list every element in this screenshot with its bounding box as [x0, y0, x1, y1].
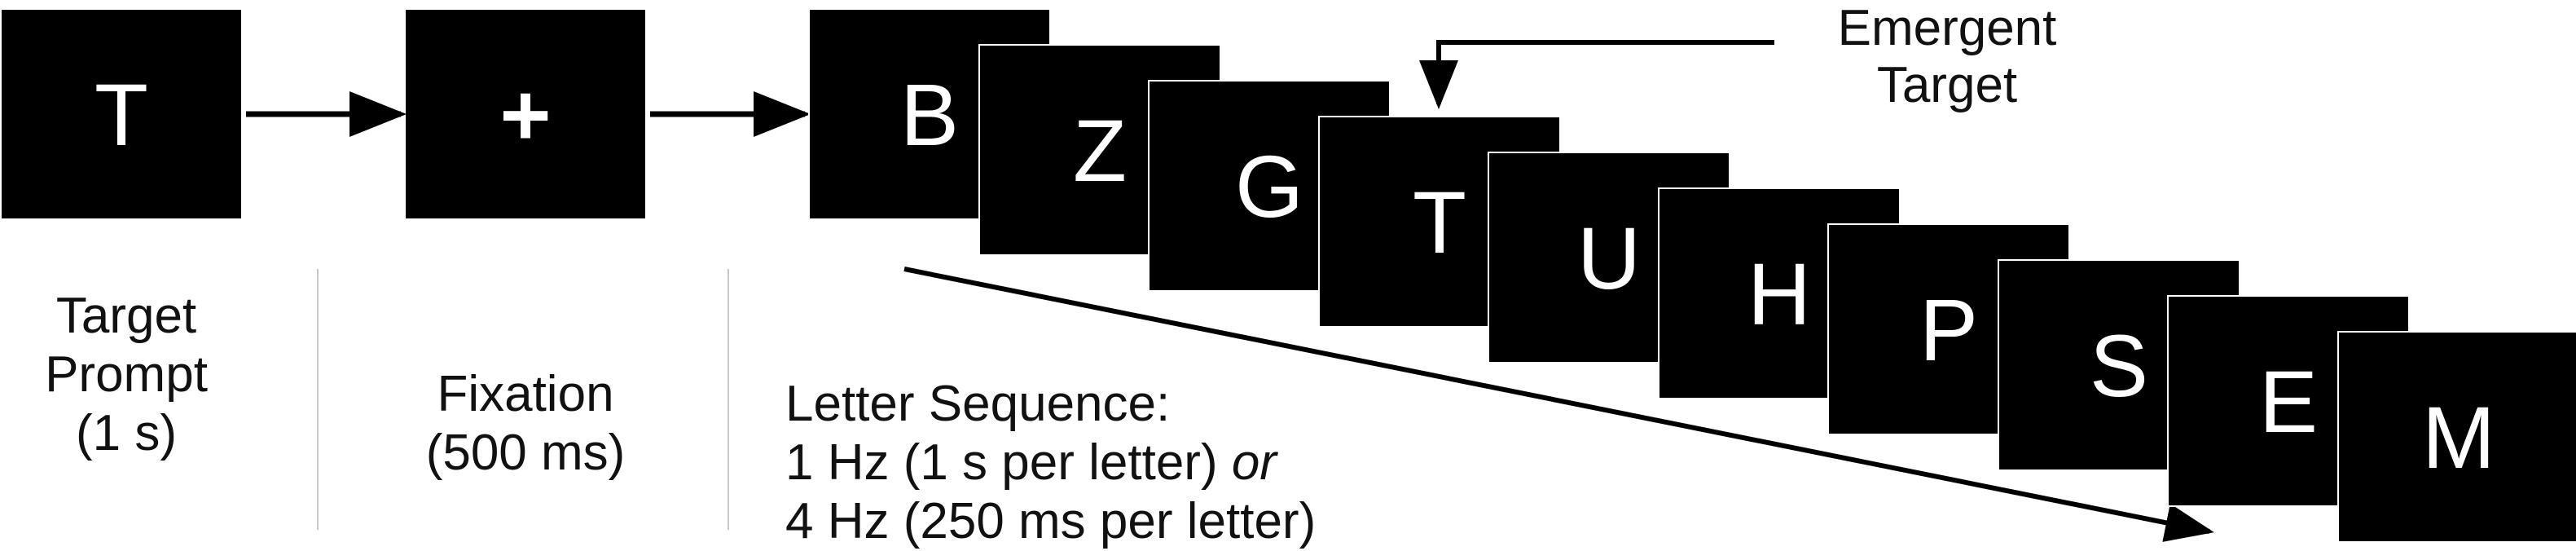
sequence-caption-line-2: 1 Hz (1 s per letter) or: [785, 434, 1437, 492]
sequence-letter: P: [1919, 280, 1979, 379]
target-prompt-caption: Target Prompt (1 s): [16, 287, 236, 463]
time-arrow: [903, 267, 2214, 542]
target-prompt-caption-line-2: Prompt: [45, 346, 208, 403]
sequence-caption-or: or: [1231, 434, 1277, 491]
sequence-letter: Z: [1073, 100, 1127, 200]
emergent-target-label: Emergent Target: [1776, 0, 2118, 114]
sequence-caption-line-1: Letter Sequence:: [785, 376, 1171, 432]
divider-2: [728, 269, 729, 530]
divider-1: [317, 269, 319, 530]
emergent-target-line-2: Target: [1876, 57, 2018, 113]
sequence-letter: M: [2422, 387, 2495, 487]
sequence-letter: G: [1234, 136, 1303, 236]
target-prompt-letter: T: [95, 64, 148, 164]
fixation-caption-line-2: (500 ms): [425, 425, 626, 481]
fixation-cross: +: [499, 64, 552, 164]
target-prompt-caption-line-3: (1 s): [76, 405, 177, 461]
emergent-target-pointer: [1419, 40, 1774, 109]
sequence-caption-rate-1: 1 Hz (1 s per letter): [785, 434, 1232, 491]
sequence-letter: H: [1747, 244, 1811, 343]
sequence-caption: Letter Sequence: 1 Hz (1 s per letter) o…: [785, 375, 1437, 551]
sequence-letter: U: [1577, 208, 1641, 307]
sequence-caption-line-3: 4 Hz (250 ms per letter): [785, 493, 1317, 549]
sequence-letter: T: [1413, 172, 1466, 271]
sequence-letter: B: [899, 64, 960, 164]
target-prompt-panel: T: [0, 8, 243, 220]
sequence-panel: M: [2337, 331, 2576, 543]
emergent-target-line-1: Emergent: [1837, 0, 2057, 56]
sequence-letter: S: [2089, 315, 2149, 415]
fixation-caption-line-1: Fixation: [437, 366, 614, 422]
fixation-panel: +: [404, 8, 647, 220]
target-prompt-caption-line-1: Target: [55, 288, 197, 344]
sequence-letter: E: [2258, 351, 2319, 451]
fixation-caption: Fixation (500 ms): [383, 365, 668, 483]
